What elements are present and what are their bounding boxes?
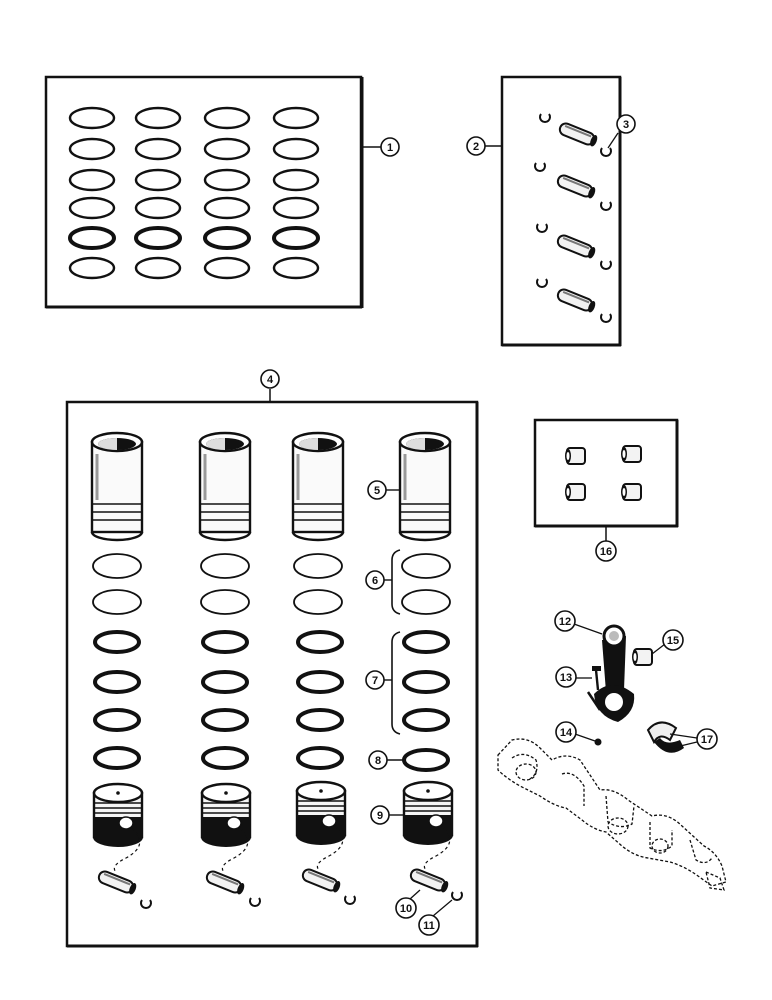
dowel-ball bbox=[594, 738, 602, 746]
bearing-inserts bbox=[646, 721, 684, 753]
connecting-rod-bolt bbox=[592, 666, 601, 691]
svg-text:13: 13 bbox=[560, 672, 572, 684]
callout-5: 5 bbox=[367, 480, 387, 500]
callout-17: 17 bbox=[696, 728, 718, 750]
piston-pin-leaders bbox=[113, 825, 451, 873]
callout-16: 16 bbox=[595, 540, 617, 562]
crankshaft bbox=[497, 738, 727, 891]
callout-8: 8 bbox=[368, 750, 388, 770]
callout-15: 15 bbox=[662, 629, 684, 651]
svg-text:2: 2 bbox=[473, 141, 479, 153]
callout-3: 3 bbox=[616, 114, 636, 134]
callout-9: 9 bbox=[370, 805, 390, 825]
callout-2: 2 bbox=[466, 136, 486, 156]
callout-6: 6 bbox=[365, 570, 385, 590]
svg-text:16: 16 bbox=[600, 546, 612, 558]
svg-text:3: 3 bbox=[623, 119, 629, 131]
svg-text:7: 7 bbox=[372, 675, 378, 687]
callout-1: 1 bbox=[380, 137, 400, 157]
svg-text:17: 17 bbox=[701, 734, 713, 746]
small-end-bushing bbox=[631, 648, 653, 666]
svg-text:4: 4 bbox=[267, 374, 274, 386]
piston-pin-set-panel bbox=[500, 75, 622, 347]
svg-text:5: 5 bbox=[374, 485, 380, 497]
svg-text:14: 14 bbox=[560, 727, 573, 739]
callout-10: 10 bbox=[395, 897, 417, 919]
callout-7: 7 bbox=[365, 670, 385, 690]
svg-text:10: 10 bbox=[400, 903, 412, 915]
callout-11: 11 bbox=[418, 914, 440, 936]
bracket-7 bbox=[391, 631, 401, 735]
svg-text:11: 11 bbox=[423, 920, 435, 932]
callout-13: 13 bbox=[555, 666, 577, 688]
svg-text:1: 1 bbox=[387, 142, 393, 154]
callout-12: 12 bbox=[554, 610, 576, 632]
bracket-6 bbox=[391, 549, 401, 615]
connecting-rod bbox=[586, 624, 635, 722]
svg-text:6: 6 bbox=[372, 575, 378, 587]
svg-text:15: 15 bbox=[667, 635, 679, 647]
svg-text:12: 12 bbox=[559, 616, 571, 628]
callout-4: 4 bbox=[260, 369, 280, 389]
bushing-set-panel bbox=[533, 418, 679, 528]
callout-14: 14 bbox=[555, 721, 577, 743]
piston-ring-set-panel bbox=[44, 75, 364, 309]
svg-text:9: 9 bbox=[377, 810, 383, 822]
svg-text:8: 8 bbox=[375, 755, 381, 767]
